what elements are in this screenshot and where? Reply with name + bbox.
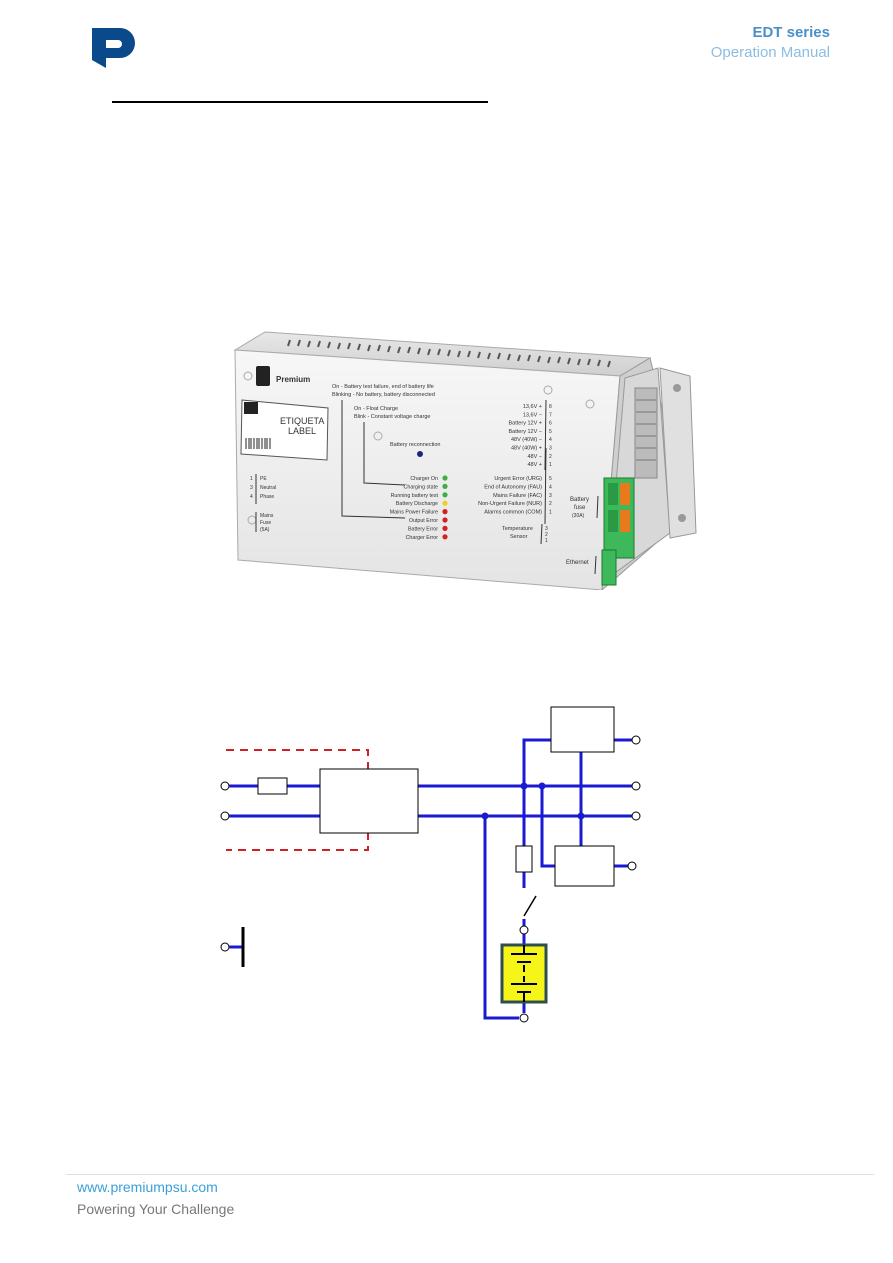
output-terminal-label: 48V − (527, 454, 542, 460)
rectifier-box (319, 768, 419, 834)
led-label: Running battery test (391, 493, 439, 499)
led-label: Charger Error (406, 535, 439, 541)
status-led (442, 483, 448, 489)
temp-sensor-line1: Temperature (502, 526, 533, 532)
earth-terminal (220, 942, 230, 952)
status-led (442, 509, 448, 515)
alarm-terminal-label: Mains Failure (FAC) (493, 493, 542, 499)
output-terminal-3 (631, 811, 641, 821)
block-diagram (220, 706, 641, 1023)
temp-sensor-pin: 1 (545, 538, 548, 544)
alarm-terminal-pin: 2 (549, 501, 552, 507)
led-label: Output Error (409, 518, 438, 524)
label-line2: LABEL (288, 426, 316, 436)
output-terminal-pin: 7 (549, 412, 552, 418)
temp-sensor-line2: Sensor (510, 534, 528, 540)
alarm-terminal-pin: 1 (549, 510, 552, 516)
alarm-terminal-pin: 3 (549, 493, 552, 499)
led-label: Battery Error (408, 526, 438, 532)
alarm-terminal-label: Non-Urgent Failure (NUR) (478, 501, 542, 507)
output-terminal-label: 48V (40W) − (511, 437, 542, 443)
led-label: Charger On (410, 476, 438, 482)
vent-slots (287, 339, 611, 368)
premium-logo-icon (92, 28, 135, 68)
label-line1: ETIQUETA (280, 416, 324, 426)
status-led (442, 517, 448, 523)
output-terminal-pin: 4 (549, 437, 552, 443)
battery-fuse (515, 845, 533, 873)
battery-switch (523, 895, 537, 917)
input-fuse (257, 777, 288, 795)
output-terminal-label: Battery 12V − (509, 429, 542, 435)
alarm-terminal-label: Alarms common (COM) (484, 510, 542, 516)
battery-fuse-line3: (30A) (572, 513, 585, 519)
converter-box-bottom (554, 845, 615, 887)
mains-pin: 1 (250, 476, 253, 482)
output-terminal-label: Battery 12V + (509, 421, 542, 427)
output-terminal-4 (627, 861, 637, 871)
alarm-terminal-label: Urgent Error (URG) (494, 476, 542, 482)
float-note-2: Blink - Constant voltage charge (354, 414, 430, 420)
mains-pin-label: Neutral (260, 485, 276, 491)
output-terminal-label: 13,6V + (523, 404, 542, 410)
led-label: Mains Power Failure (390, 510, 438, 516)
mains-pin: 3 (250, 485, 253, 491)
alarm-terminal-pin: 4 (549, 484, 552, 490)
input-terminal-1 (220, 781, 230, 791)
section-title-underline (112, 101, 488, 103)
output-terminal-pin: 1 (549, 462, 552, 468)
battery-fuse-line1: Battery (570, 497, 589, 503)
battery-reconnection-button (417, 451, 423, 457)
footer-url[interactable]: www.premiumpsu.com (77, 1179, 218, 1195)
mains-pin-label: PE (260, 476, 267, 482)
output-terminal-label: 48V + (527, 462, 542, 468)
mains-pin: 4 (250, 494, 253, 500)
led-label: Charging state (404, 484, 439, 490)
output-terminal-1 (631, 735, 641, 745)
output-terminal-label: 48V (40W) + (511, 446, 542, 452)
status-led (442, 475, 448, 481)
header-series: EDT series (752, 24, 830, 41)
status-led (442, 500, 448, 506)
led-label: Battery Discharge (396, 501, 438, 507)
battery-reconnection-label: Battery reconnection (390, 442, 440, 448)
converter-box-top (550, 706, 615, 753)
output-terminal-pin: 5 (549, 429, 552, 435)
output-terminal-label: 13,6V − (523, 412, 542, 418)
status-led (442, 525, 448, 531)
output-terminal-pin: 6 (549, 421, 552, 427)
alarm-terminal-pin: 5 (549, 476, 552, 482)
mains-fuse-line2: Fuse (260, 520, 271, 526)
ethernet-label: Ethernet (566, 560, 589, 566)
input-terminal-2 (220, 811, 230, 821)
footer-slogan: Powering Your Challenge (77, 1201, 235, 1217)
battery-test-note-1: On - Battery test failure, end of batter… (332, 384, 434, 390)
temp-sensor-pin: 2 (545, 532, 548, 538)
status-led (442, 534, 448, 540)
battery-test-note-2: Blinking - No battery, battery disconnec… (332, 392, 435, 398)
device-illustration: Premium ETIQUETA LABEL On - Battery test… (233, 331, 697, 590)
dashed-enclosure (226, 749, 369, 851)
status-led (442, 492, 448, 498)
mains-fuse-line1: Mains (260, 513, 274, 519)
device-brand: Premium (276, 375, 310, 384)
battery-fuse-line2: fuse (574, 505, 586, 511)
alarm-terminal-label: End of Autonomy (FAU) (484, 484, 542, 490)
output-terminal-pin: 8 (549, 404, 552, 410)
temp-sensor-pin: 3 (545, 526, 548, 532)
mains-pin-label: Phase (260, 494, 274, 500)
footer-divider (66, 1174, 874, 1175)
output-terminal-2 (631, 781, 641, 791)
mains-fuse-line3: (5A) (260, 527, 270, 533)
output-terminal-pin: 3 (549, 446, 552, 452)
float-note-1: On - Float Charge (354, 406, 398, 412)
header-manual: Operation Manual (710, 44, 830, 61)
output-terminal-pin: 2 (549, 454, 552, 460)
mains-terminal-list: 1 PE 3 Neutral 4 Phase (250, 476, 276, 500)
